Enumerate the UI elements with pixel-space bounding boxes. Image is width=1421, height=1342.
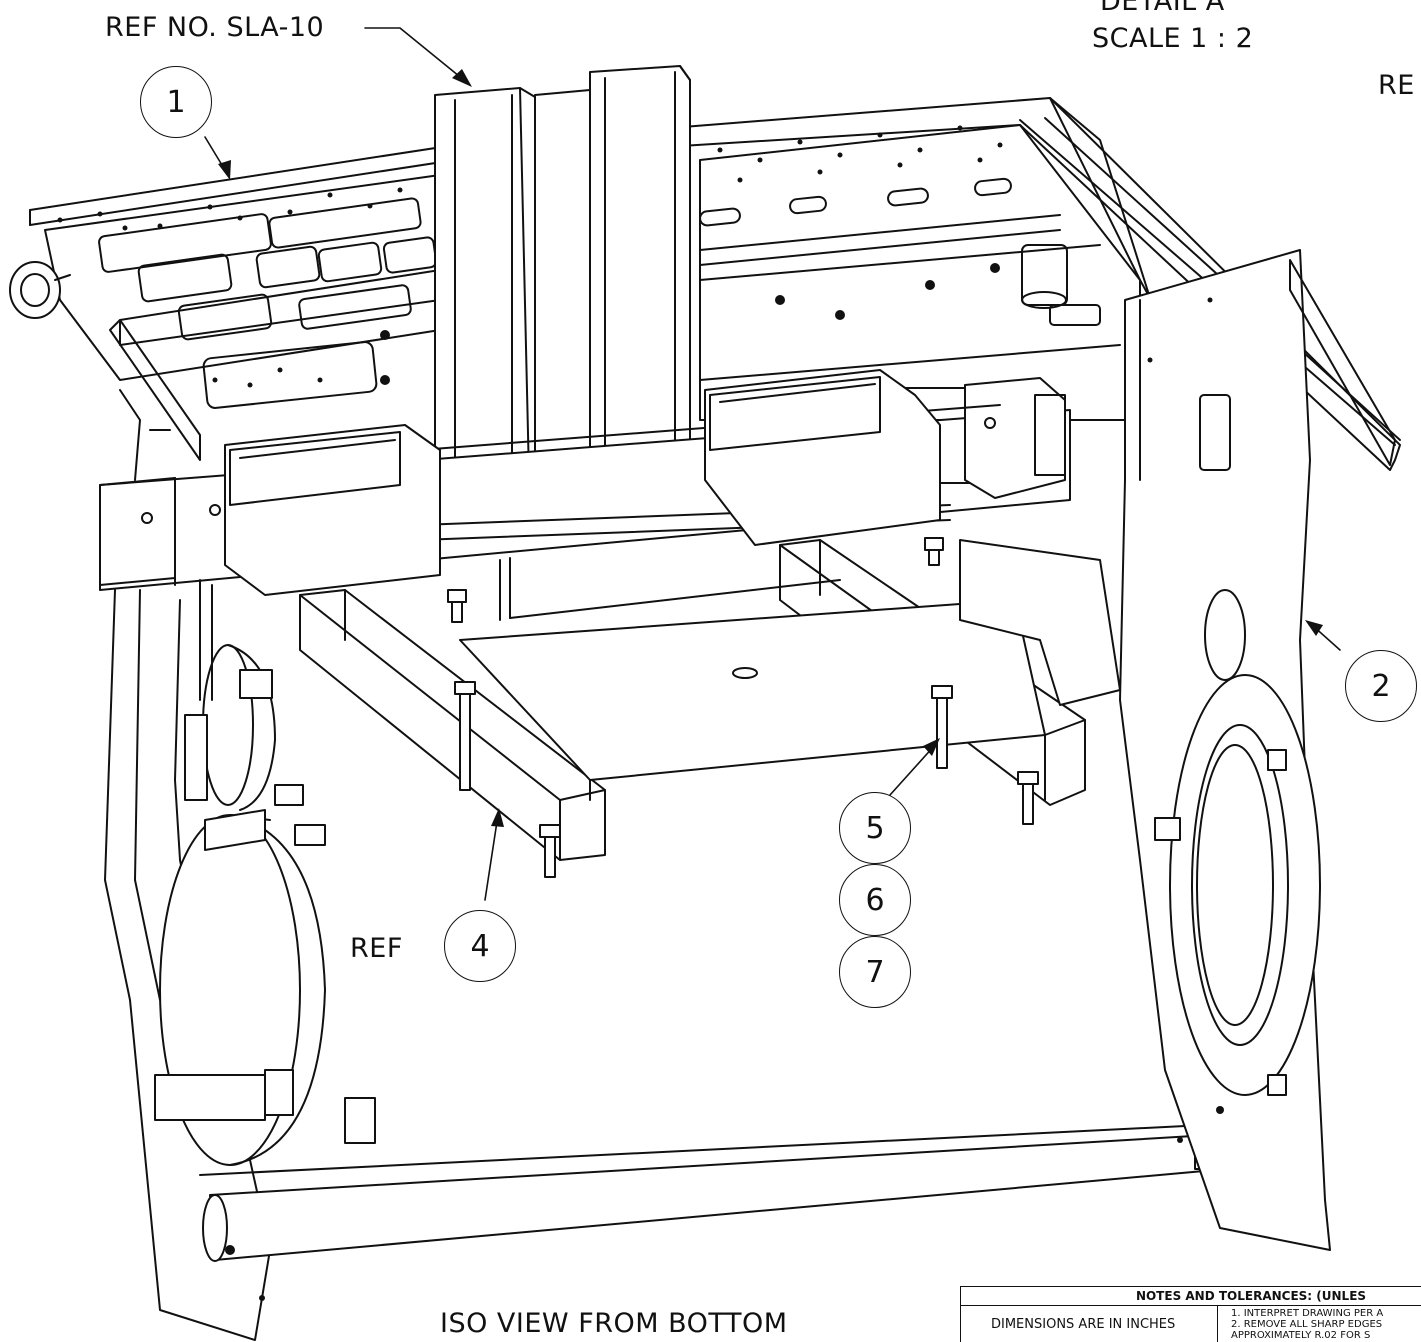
view-title: ISO VIEW FROM BOTTOM [440, 1308, 788, 1339]
notes-heading: NOTES AND TOLERANCES: (UNLES [961, 1287, 1421, 1306]
detail-title: DETAIL A [1100, 0, 1225, 17]
note-3: APPROXIMATELY R.02 FOR S [1231, 1330, 1371, 1341]
ref-right-label: RE [1378, 70, 1415, 101]
balloon-item-2: 2 [1345, 650, 1417, 722]
upper-frame [44, 174, 441, 461]
center-box [459, 539, 1121, 801]
leader-arrows [218, 69, 1323, 827]
vertical-tubes [434, 65, 691, 526]
notes-title-block: NOTES AND TOLERANCES: (UNLES DIMENSIONS … [960, 1286, 1421, 1342]
ref-left-label: REF [350, 933, 403, 964]
ref-no-label: REF NO. SLA-10 [105, 12, 325, 43]
note-1: 1. INTERPRET DRAWING PER A [1231, 1308, 1384, 1319]
balloon-item-4: 4 [444, 910, 516, 982]
dimensions-note: DIMENSIONS ARE IN INCHES [961, 1306, 1218, 1342]
left-cylinder-lower [154, 809, 376, 1166]
balloon-item-1: 1 [140, 66, 212, 138]
balloon-item-6: 6 [839, 864, 911, 936]
leader-lines [204, 27, 1341, 901]
balloon-item-5: 5 [839, 792, 911, 864]
rear-plate [699, 124, 1141, 421]
balloon-item-7: 7 [839, 936, 911, 1008]
detail-scale: SCALE 1 : 2 [1092, 23, 1254, 54]
lifting-eye [9, 261, 71, 319]
bolts [447, 537, 1039, 878]
bottom-tube [199, 1124, 1217, 1262]
notes-list: 1. INTERPRET DRAWING PER A 2. REMOVE ALL… [1218, 1308, 1421, 1341]
left-cylinder-upper [184, 579, 304, 811]
right-side-plate [1119, 249, 1396, 1251]
tube-sockets [224, 369, 941, 596]
note-2: 2. REMOVE ALL SHARP EDGES [1231, 1319, 1383, 1330]
plate-holes [57, 125, 1224, 1301]
